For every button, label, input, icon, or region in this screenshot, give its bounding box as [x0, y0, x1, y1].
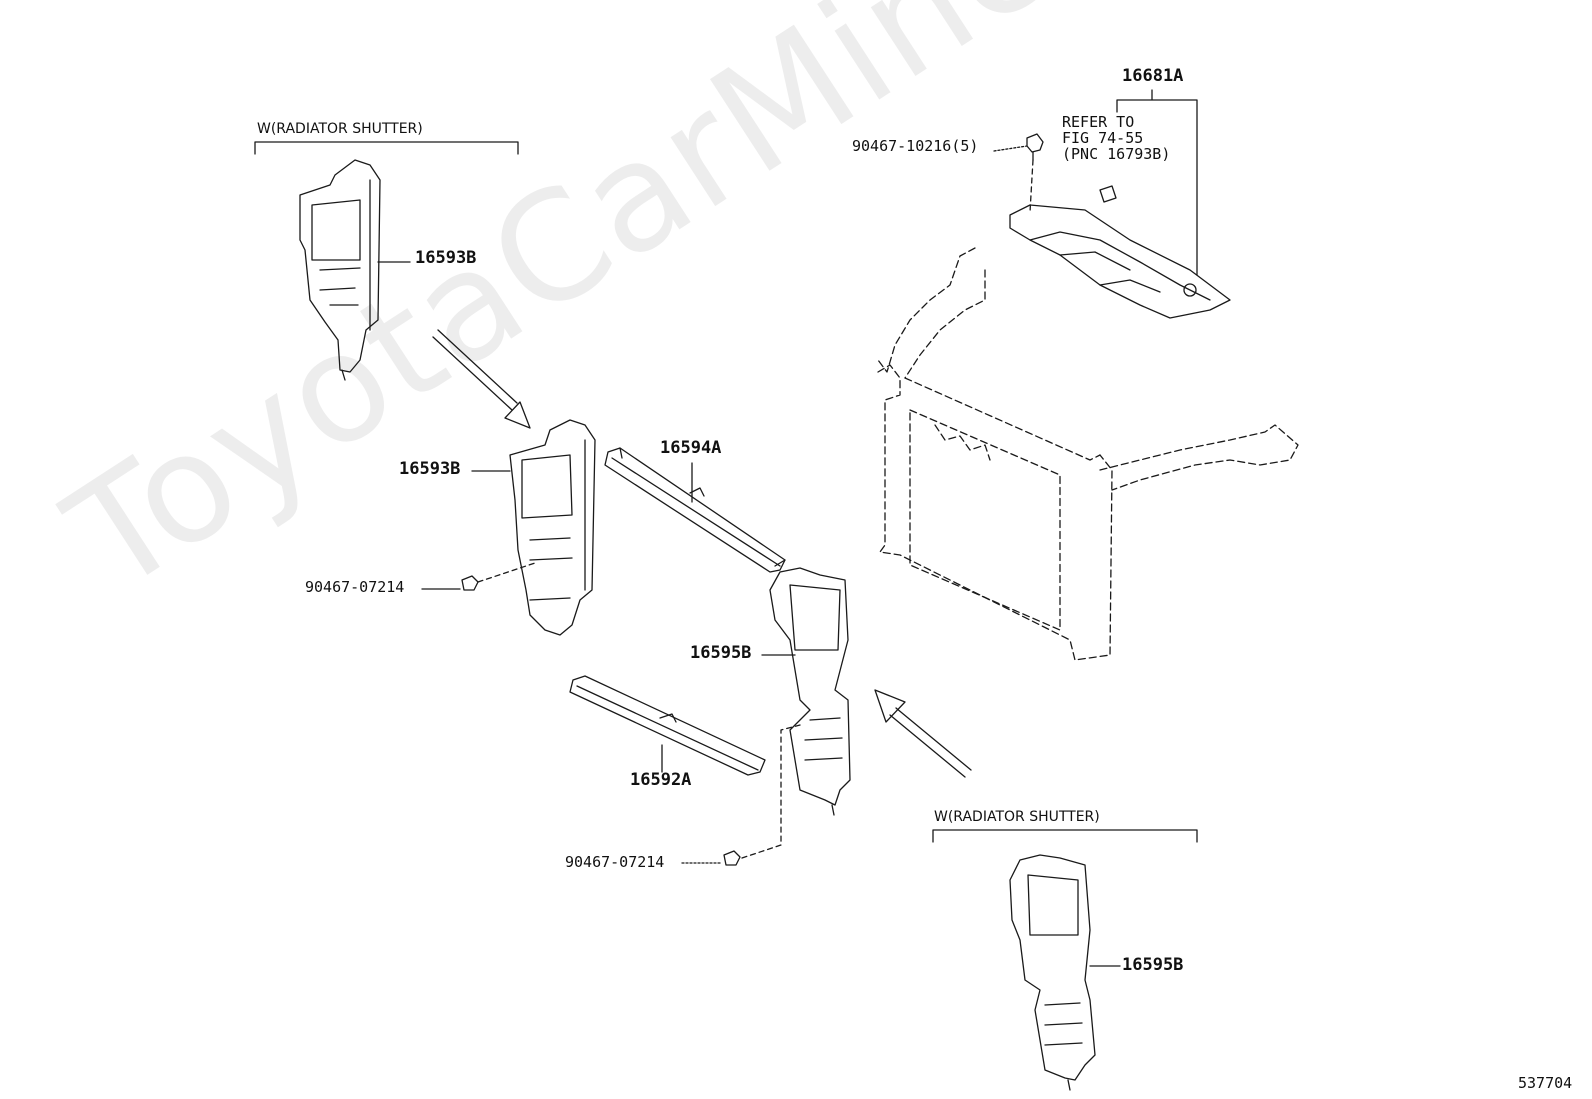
part-label-90467-07214-a: 90467-07214: [305, 578, 405, 596]
part-label-16593b-top: 16593B: [415, 248, 477, 268]
part-label-90467-07214-b: 90467-07214: [565, 853, 665, 871]
part-16595b-bottom-drawing: [1009, 854, 1096, 1091]
part-label-90467-10216: 90467-10216(5): [852, 137, 979, 155]
figure-id: 537704: [1518, 1074, 1573, 1092]
clip-90467-10216-drawing: [1026, 133, 1044, 213]
clip-90467-07214-b-drawing: [723, 724, 801, 866]
part-16594a-drawing: [604, 447, 786, 573]
refer-note-line3: (PNC 16793B): [1062, 145, 1171, 163]
part-16595b-mid-drawing: [769, 567, 851, 816]
leader-lines: [377, 145, 1121, 967]
part-label-16681a: 16681A: [1122, 66, 1184, 86]
arrow-bottom-right: [874, 689, 972, 778]
refer-note-line2: FIG 74-55: [1062, 129, 1144, 147]
part-16681a-drawing: [1009, 185, 1231, 319]
part-label-16594a: 16594A: [660, 438, 722, 458]
radiator-support-outline: [877, 247, 1299, 661]
part-label-16595b-bottom: 16595B: [1122, 955, 1184, 975]
refer-note: REFER TO FIG 74-55 (PNC 16793B): [1062, 114, 1170, 162]
caption-w-radiator-shutter-bottom: W(RADIATOR SHUTTER): [934, 809, 1100, 825]
caption-w-radiator-shutter-top: W(RADIATOR SHUTTER): [257, 121, 423, 137]
clip-90467-07214-a-drawing: [461, 562, 536, 591]
part-label-16592a: 16592A: [630, 770, 692, 790]
refer-note-line1: REFER TO: [1062, 113, 1135, 131]
part-label-16593b-mid: 16593B: [399, 459, 461, 479]
part-16592a-drawing: [569, 675, 766, 776]
part-label-16595b-mid: 16595B: [690, 643, 752, 663]
arrow-top-left: [432, 329, 531, 429]
part-16593b-top-drawing: [299, 159, 381, 381]
part-16593b-mid-drawing: [509, 419, 596, 636]
